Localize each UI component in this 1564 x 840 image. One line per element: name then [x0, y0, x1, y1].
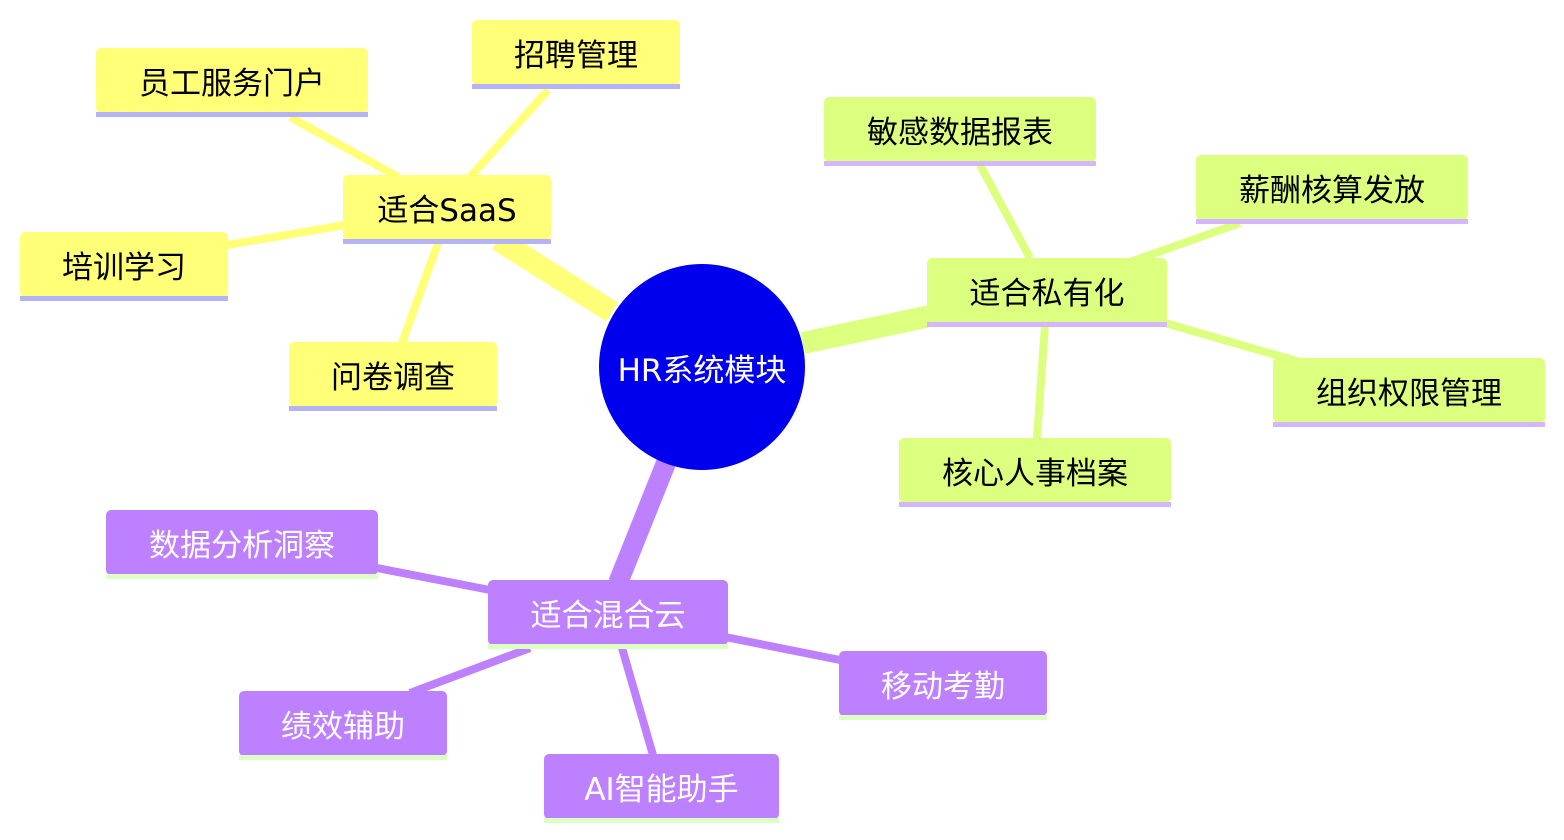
edge-private-core	[1033, 324, 1049, 439]
edge-hybrid-ai	[618, 646, 657, 757]
leaf-label: 组织权限管理	[1316, 376, 1502, 412]
leaf-survey[interactable]: 问卷调查	[289, 342, 497, 411]
leaf-label: 核心人事档案	[942, 456, 1128, 492]
leaf-label: 绩效辅助	[281, 709, 405, 745]
leaf-label: 薪酬核算发放	[1239, 173, 1425, 209]
edge-saas-training	[226, 221, 346, 249]
leaf-training[interactable]: 培训学习	[20, 232, 228, 301]
edge-private-payroll	[1128, 219, 1242, 266]
edge-hybrid-attendance	[724, 633, 841, 664]
edge-saas-survey	[398, 241, 442, 345]
edge-root-private	[800, 305, 933, 354]
branch-hybrid[interactable]: 适合混合云	[488, 580, 728, 649]
leaf-employee-portal[interactable]: 员工服务门户	[96, 48, 368, 117]
root-label: HR系统模块	[617, 352, 787, 389]
leaf-recruitment[interactable]: 招聘管理	[472, 20, 680, 89]
leaf-label: AI智能助手	[584, 772, 739, 808]
leaf-label: 招聘管理	[514, 38, 638, 74]
branch-private-label: 适合私有化	[969, 276, 1125, 312]
edge-private-report	[976, 163, 1034, 260]
edge-private-org	[1163, 319, 1302, 366]
edge-hybrid-performance	[408, 644, 532, 697]
branch-hybrid-label: 适合混合云	[530, 598, 686, 634]
leaf-label: 培训学习	[62, 250, 186, 286]
leaf-performance[interactable]: 绩效辅助	[239, 691, 447, 760]
edge-saas-portal	[288, 113, 400, 181]
leaf-label: 问卷调查	[331, 360, 455, 396]
edge-hybrid-analytics	[376, 564, 491, 594]
edge-root-hybrid	[608, 454, 678, 587]
root-node[interactable]: HR系统模块	[599, 264, 805, 470]
branch-saas-label: 适合SaaS	[377, 193, 517, 229]
edge-root-saas	[492, 230, 618, 322]
leaf-label: 数据分析洞察	[149, 528, 335, 564]
leaf-label: 移动考勤	[881, 669, 1005, 705]
edge-saas-recruit	[467, 87, 551, 180]
branch-saas[interactable]: 适合SaaS	[343, 175, 551, 244]
leaf-ai-assistant[interactable]: AI智能助手	[544, 754, 779, 823]
leaf-sensitive-report[interactable]: 敏感数据报表	[824, 97, 1096, 166]
leaf-core-records[interactable]: 核心人事档案	[899, 438, 1171, 507]
leaf-label: 员工服务门户	[139, 66, 325, 102]
leaf-label: 敏感数据报表	[867, 115, 1053, 151]
leaf-org-permission[interactable]: 组织权限管理	[1273, 358, 1545, 427]
leaf-payroll[interactable]: 薪酬核算发放	[1196, 155, 1468, 224]
leaf-data-analytics[interactable]: 数据分析洞察	[106, 510, 378, 579]
leaf-mobile-attendance[interactable]: 移动考勤	[839, 651, 1047, 720]
branch-private[interactable]: 适合私有化	[927, 258, 1167, 327]
